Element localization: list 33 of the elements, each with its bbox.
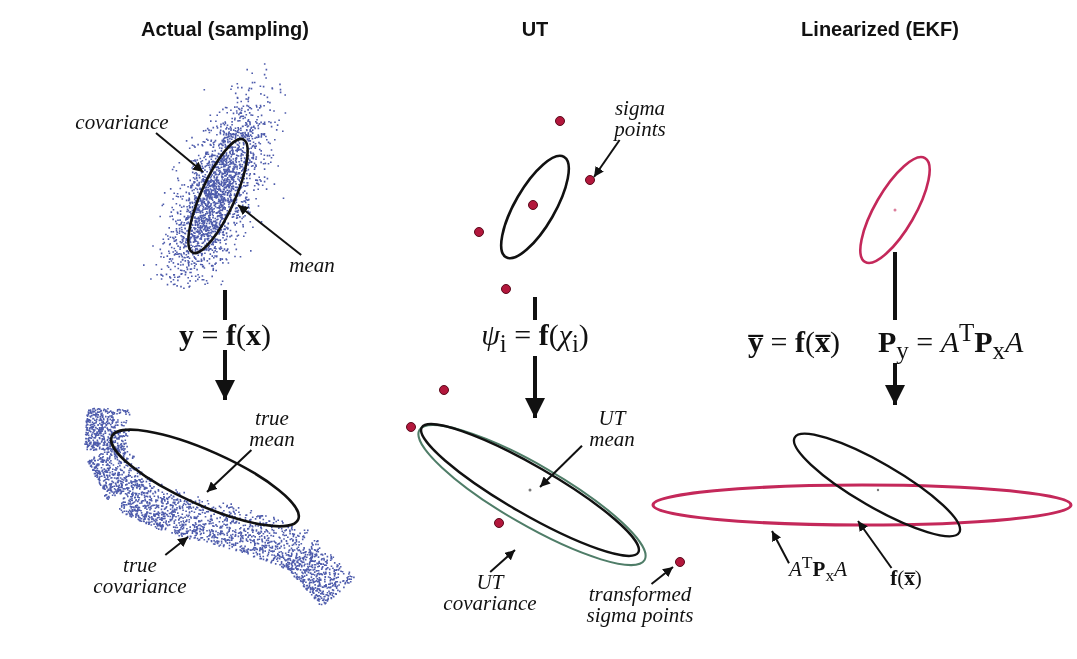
- equation: y = f(x): [179, 320, 271, 350]
- connector-line: [223, 290, 227, 320]
- leader-arrow: [857, 520, 893, 569]
- annotation-label: true covariance: [80, 555, 200, 597]
- leader-arrow: [237, 204, 303, 256]
- leader-arrow: [593, 139, 621, 178]
- connector-line: [893, 252, 897, 320]
- formula-label: A$^{T}$P$_{x}$A: [789, 554, 847, 585]
- arrow: [215, 350, 235, 400]
- column-heading: Actual (sampling): [141, 18, 309, 41]
- column-heading: Linearized (EKF): [801, 18, 959, 41]
- annotation-label: UT covariance: [432, 572, 548, 614]
- leader-arrow: [164, 536, 189, 556]
- equation: ψ$_{i}$ = f(χ$_{i}$): [481, 320, 589, 356]
- annotation-label: sigma points: [605, 98, 675, 140]
- arrow: [525, 356, 545, 418]
- leader-arrow: [206, 449, 253, 493]
- leader-arrow: [650, 566, 674, 585]
- leader-arrow: [539, 444, 583, 488]
- connector-line: [533, 297, 537, 320]
- leader-arrow: [155, 132, 204, 173]
- annotation-label: covariance: [75, 112, 169, 133]
- arrow: [885, 363, 905, 405]
- leader-arrow: [489, 549, 516, 573]
- equation: y̅ = f(x̅): [748, 327, 840, 357]
- column-heading: UT: [521, 18, 549, 41]
- formula-label: f(x̅): [890, 568, 922, 589]
- leader-arrow: [771, 530, 790, 565]
- annotation-label: transformed sigma points: [570, 584, 710, 626]
- equation: P$_{y}$ = A$^{T}$P$_{x}$A: [877, 320, 1024, 363]
- annotation-label: UT mean: [582, 408, 642, 450]
- annotation-label: mean: [289, 255, 335, 276]
- annotation-label: true mean: [237, 408, 307, 450]
